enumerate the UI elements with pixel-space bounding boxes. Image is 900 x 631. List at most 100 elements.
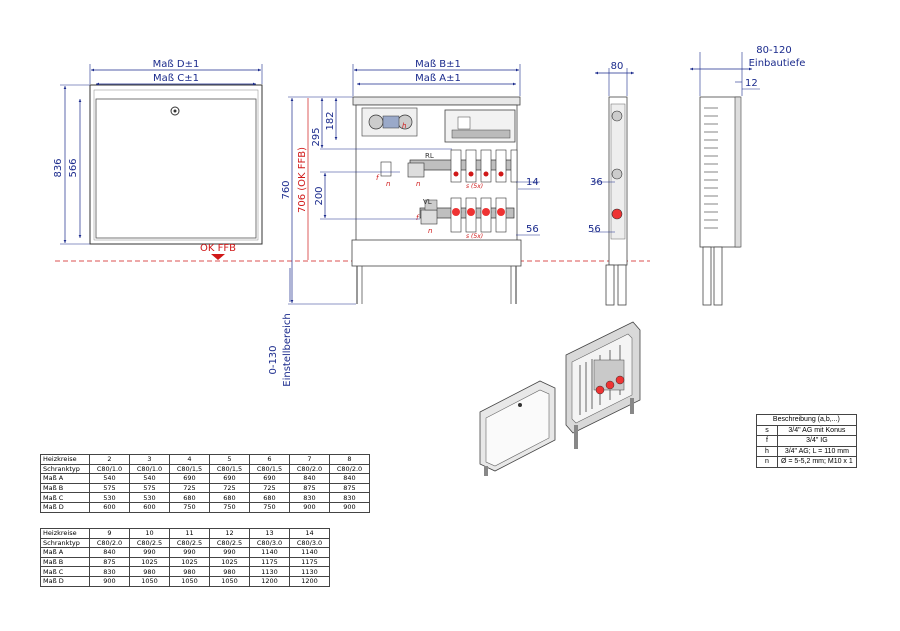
table-cell: 750	[169, 501, 210, 513]
table-cell: 13	[249, 528, 290, 539]
table-cell: 6	[249, 454, 290, 465]
table-cell: 4	[169, 454, 210, 465]
table-cell: 750	[249, 501, 290, 513]
table-cell: 990	[169, 547, 210, 558]
table-cell: C80/2.0	[89, 537, 130, 549]
dim-566: 566	[68, 158, 79, 177]
side-view-cabinet: 80-120 Einbautiefe 12	[690, 45, 805, 306]
n-label-top: n	[386, 180, 390, 188]
table-cell: C80/2.5	[129, 537, 170, 549]
table-row-header: Schranktyp	[40, 537, 90, 549]
s5x-label-bottom: s (5x)	[466, 233, 483, 240]
dim-836: 836	[53, 158, 64, 177]
table-row-header: Maß A	[40, 473, 90, 484]
table-cell: 575	[89, 482, 130, 494]
table-cell: 690	[209, 473, 250, 484]
table-cell: 1140	[249, 547, 290, 558]
f-label-top: f	[376, 174, 380, 182]
dim-56b: 56	[588, 224, 601, 235]
rl-label: RL	[425, 152, 434, 160]
table-cell: 830	[89, 566, 130, 577]
table-cell: 980	[209, 566, 250, 577]
table-cell: C80/2.0	[289, 463, 330, 475]
table-cell: 7	[289, 454, 330, 465]
dim-mass-a: Maß A±1	[415, 73, 461, 84]
table-row-header: Maß A	[40, 547, 90, 558]
table-cell: 980	[169, 566, 210, 577]
dim-80-120: 80-120	[756, 45, 791, 56]
table-cell: 1025	[169, 556, 210, 568]
legend-key: h	[756, 445, 778, 457]
table-cell: 990	[209, 547, 250, 558]
legend-desc: 3/4" AG mit Konus	[777, 424, 857, 436]
isometric-open-cabinet	[565, 321, 641, 449]
table-row-header: Schranktyp	[40, 463, 90, 475]
table-cell: 840	[329, 473, 370, 484]
dim-14: 14	[526, 177, 539, 188]
table-cell: 725	[249, 482, 290, 494]
table-cell: C80/2.5	[209, 537, 250, 549]
table-cell: 3	[129, 454, 170, 465]
table-row-header: Maß D	[40, 501, 90, 513]
f-label-bottom: f	[416, 214, 420, 222]
table-cell: 1200	[289, 575, 330, 587]
table-cell: 980	[129, 566, 170, 577]
table-cell: 1200	[249, 575, 290, 587]
dim-mass-b: Maß B±1	[415, 59, 461, 70]
dim-36: 36	[590, 177, 603, 188]
table-cell: 750	[209, 501, 250, 513]
table-cell: 725	[169, 482, 210, 494]
legend-title: Beschreibung (a,b,...)	[756, 414, 857, 426]
table-cell: 875	[89, 556, 130, 568]
table-cell: C80/1,5	[249, 463, 290, 475]
table-cell: 1130	[289, 566, 330, 577]
table-cell: 11	[169, 528, 210, 539]
table-cell: C80/1,5	[209, 463, 250, 475]
dim-200: 200	[314, 186, 325, 205]
table-cell: 10	[129, 528, 170, 539]
table-cell: 875	[329, 482, 370, 494]
einstellbereich-label: Einstellbereich	[282, 313, 293, 386]
dim-182: 182	[325, 111, 336, 130]
table-cell: C80/2.0	[329, 463, 370, 475]
legend-key: f	[756, 435, 778, 447]
table-cell: C80/3.0	[249, 537, 290, 549]
side-view-manifold: 80 36 56	[588, 61, 634, 306]
table-row-header: Maß B	[40, 556, 90, 568]
table-cell: 830	[329, 492, 370, 503]
table-cell: 1140	[289, 547, 330, 558]
vl-label: VL	[423, 198, 432, 206]
legend-desc: Ø = 5-5,2 mm; M10 x 1	[777, 456, 857, 468]
table-cell: 600	[89, 501, 130, 513]
ok-ffb-marker-icon	[211, 254, 225, 260]
table-cell: C80/1.0	[89, 463, 130, 475]
dim-mass-d: Maß D±1	[153, 59, 200, 70]
table-row-header: Maß B	[40, 482, 90, 494]
table-cell: C80/1,5	[169, 463, 210, 475]
dim-80: 80	[611, 61, 624, 72]
h-label: h	[402, 122, 406, 130]
table-cell: 12	[209, 528, 250, 539]
table-row-header: Heizkreise	[40, 454, 90, 465]
table-cell: 1050	[209, 575, 250, 587]
table-cell: 680	[209, 492, 250, 503]
table-row-header: Maß C	[40, 566, 90, 577]
table-cell: 14	[289, 528, 330, 539]
table-cell: 1175	[289, 556, 330, 568]
table-cell: 575	[129, 482, 170, 494]
table-cell: C80/2.5	[169, 537, 210, 549]
